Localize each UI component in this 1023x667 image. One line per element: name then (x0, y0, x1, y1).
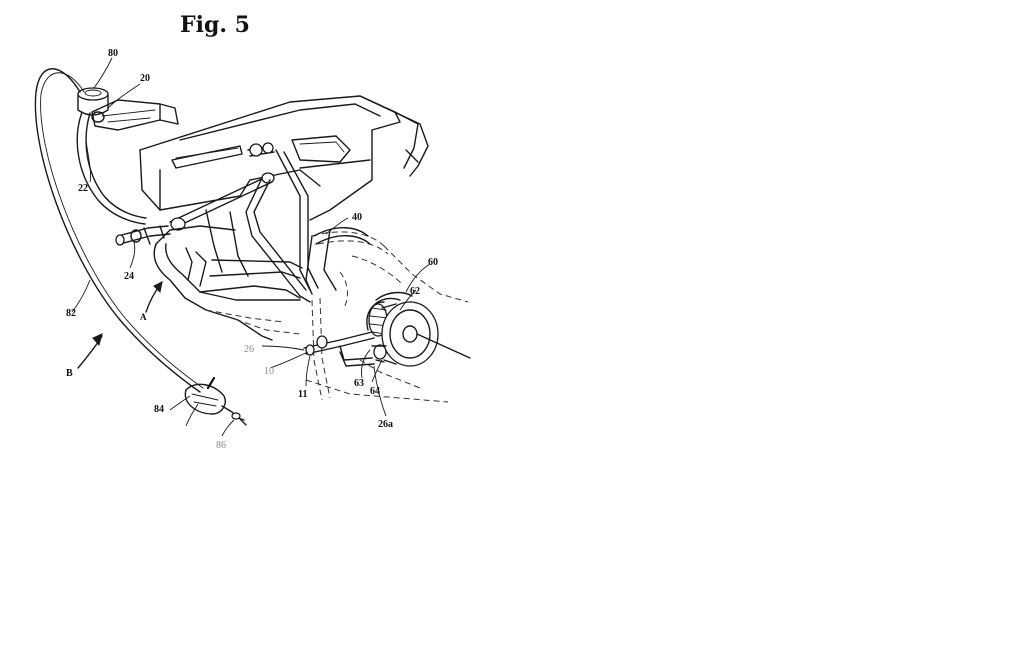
leaders (71, 57, 431, 437)
label-40: 40 (352, 212, 362, 223)
bracket-20 (91, 99, 179, 131)
pump-bulb-84 (184, 376, 226, 415)
label-26: 26 (244, 344, 254, 355)
arrow-B (77, 333, 103, 369)
label-64: 64 (370, 386, 380, 397)
hose-22 (76, 111, 147, 225)
cap-62 (381, 301, 471, 367)
valve-24 (115, 225, 171, 246)
hidden-lines (205, 231, 469, 403)
upper-housing (139, 95, 429, 221)
pipe-40 (305, 227, 371, 295)
label-22: 22 (78, 183, 88, 194)
figure-title: Fig. 5 (180, 12, 250, 38)
arrow-A (145, 281, 163, 313)
label-86: 86 (216, 440, 226, 451)
frame-A (153, 209, 303, 341)
label-20: 20 (140, 73, 150, 84)
label-26a: 26a (378, 419, 393, 430)
label-B: B (66, 368, 73, 379)
label-80: 80 (108, 48, 118, 59)
label-84: 84 (154, 404, 164, 415)
tube-82 (34, 68, 204, 393)
label-63: 63 (354, 378, 364, 389)
label-24: 24 (124, 271, 134, 282)
line-26 (303, 331, 387, 367)
label-60: 60 (428, 257, 438, 268)
label-62: 62 (410, 286, 420, 297)
label-A: A (140, 312, 147, 322)
linkage-rods (169, 142, 319, 303)
label-10: 10 (264, 366, 274, 377)
connector-86 (221, 405, 247, 426)
label-11: 11 (298, 389, 307, 400)
label-82: 82 (66, 308, 76, 319)
